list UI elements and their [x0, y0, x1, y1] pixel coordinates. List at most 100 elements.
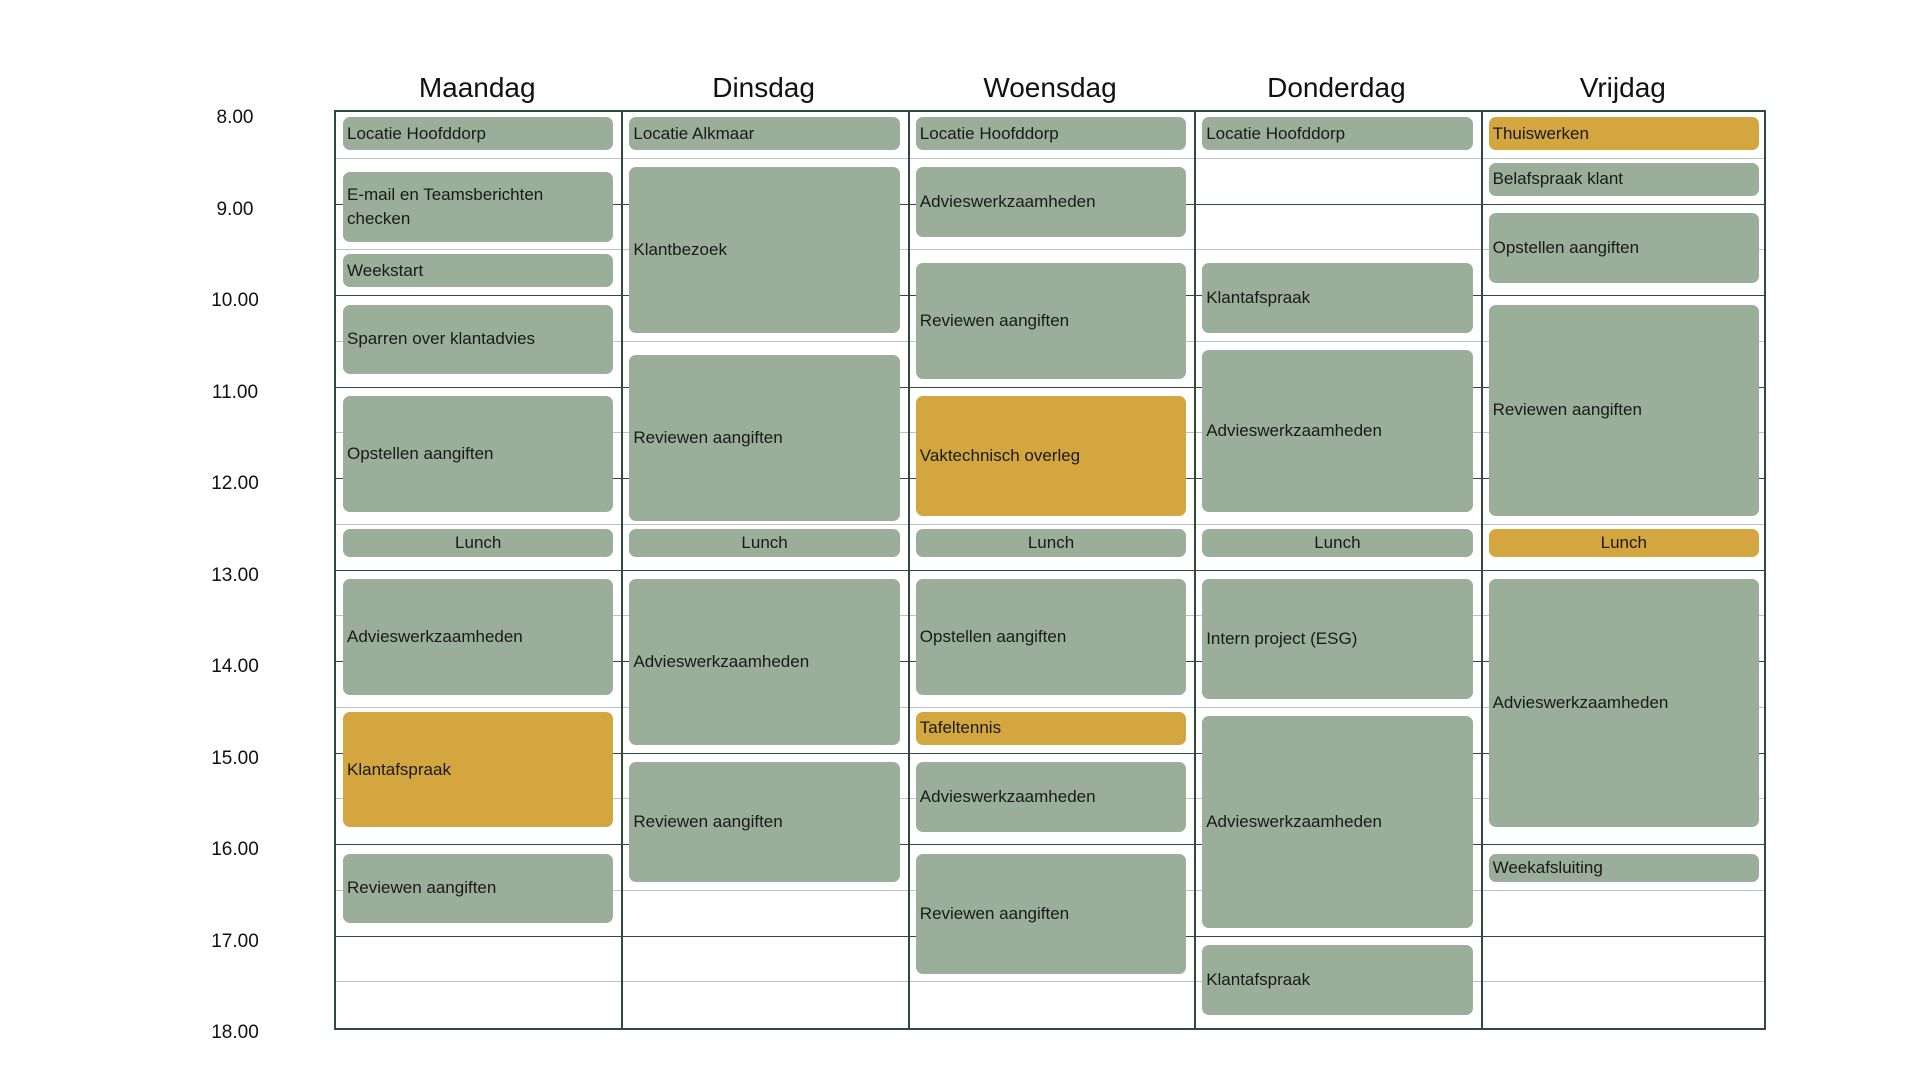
calendar-event[interactable]: Lunch: [629, 528, 900, 558]
event-title: Lunch: [741, 533, 788, 553]
calendar-event[interactable]: Reviewen aangiften: [629, 354, 900, 521]
calendar-event[interactable]: Reviewen aangiften: [915, 853, 1187, 974]
hour-label: 15.00: [211, 747, 259, 769]
event-title: Vaktechnisch overleg: [919, 446, 1081, 466]
calendar-event[interactable]: Advieswerkzaamheden: [1488, 579, 1759, 828]
event-title: Klantafspraak: [1206, 969, 1311, 989]
event-title: Belafspraak klant: [1492, 169, 1623, 189]
calendar-event[interactable]: Locatie Hoofddorp: [915, 117, 1187, 151]
calendar-event[interactable]: Intern project (ESG): [1202, 579, 1473, 700]
event-title: Opstellen aangiften: [919, 626, 1067, 646]
calendar-event[interactable]: Reviewen aangiften: [629, 762, 900, 883]
calendar-event[interactable]: Advieswerkzaamheden: [915, 762, 1187, 832]
half-hour-gridline: [336, 523, 1764, 525]
event-title: Advieswerkzaamheden: [1206, 420, 1382, 440]
half-hour-gridline: [336, 706, 1764, 708]
event-title: Locatie Hoofddorp: [1206, 123, 1346, 143]
day-header-dinsdag: Dinsdag: [712, 72, 815, 103]
calendar-event[interactable]: Reviewen aangiften: [1488, 304, 1759, 517]
event-title: Advieswerkzaamheden: [1492, 693, 1669, 713]
event-title: Sparren over klantadvies: [347, 329, 536, 349]
half-hour-gridline: [336, 157, 1764, 159]
calendar-event[interactable]: Reviewen aangiften: [915, 263, 1187, 379]
day-header-donderdag: Donderdag: [1267, 72, 1406, 103]
calendar-event[interactable]: Opstellen aangiften: [343, 396, 614, 512]
calendar-event[interactable]: Weekafsluiting: [1488, 853, 1759, 883]
calendar-event[interactable]: Klantafspraak: [343, 711, 614, 828]
calendar-event[interactable]: Locatie Hoofddorp: [343, 117, 614, 151]
day-divider: [621, 112, 624, 1028]
calendar-event[interactable]: Tafeltennis: [915, 711, 1187, 745]
calendar-event[interactable]: Opstellen aangiften: [1488, 213, 1759, 283]
calendar-event[interactable]: Lunch: [1488, 528, 1759, 558]
calendar-event[interactable]: Advieswerkzaamheden: [1202, 350, 1473, 512]
calendar-event[interactable]: E-mail en Teamsberichten checken: [343, 171, 614, 242]
event-title: Weekafsluiting: [1492, 857, 1603, 877]
hour-gridline: [336, 844, 1764, 845]
event-title: Intern project (ESG): [1206, 629, 1358, 649]
calendar-event[interactable]: Lunch: [915, 528, 1187, 558]
half-hour-gridline: [336, 249, 1764, 251]
calendar-event[interactable]: Sparren over klantadvies: [343, 304, 614, 375]
calendar-event[interactable]: Vaktechnisch overleg: [915, 396, 1187, 517]
event-title: Locatie Hoofddorp: [919, 123, 1059, 143]
event-title: Advieswerkzaamheden: [347, 626, 523, 646]
event-title: Advieswerkzaamheden: [1206, 812, 1382, 832]
calendar-event[interactable]: Klantbezoek: [629, 167, 900, 334]
calendar-event[interactable]: Locatie Hoofddorp: [1202, 117, 1473, 151]
calendar-event[interactable]: Weekstart: [343, 254, 614, 288]
event-title: Weekstart: [347, 260, 424, 280]
event-title: Reviewen aangiften: [919, 311, 1070, 331]
calendar-event[interactable]: Thuiswerken: [1488, 117, 1759, 151]
hour-label: 17.00: [211, 930, 259, 952]
event-title: E-mail en Teamsberichten checken: [347, 184, 544, 228]
event-title: Opstellen aangiften: [1492, 237, 1640, 257]
hour-label: 12.00: [211, 473, 259, 494]
half-hour-gridline: [336, 981, 1764, 983]
hour-label: 14.00: [211, 656, 259, 677]
event-title: Advieswerkzaamheden: [919, 786, 1096, 806]
hour-label: 8.00: [216, 107, 254, 128]
calendar-event[interactable]: Lunch: [1202, 528, 1473, 558]
hour-gridline: [336, 386, 1764, 388]
event-title: Klantafspraak: [347, 759, 451, 779]
hour-label: 9.00: [216, 198, 254, 220]
event-title: Klantbezoek: [633, 240, 727, 260]
calendar-event[interactable]: Opstellen aangiften: [915, 579, 1187, 695]
event-title: Reviewen aangiften: [1492, 400, 1642, 420]
day-divider: [1480, 112, 1483, 1028]
calendar-event[interactable]: Advieswerkzaamheden: [629, 579, 900, 745]
event-title: Advieswerkzaamheden: [633, 651, 810, 671]
event-title: Reviewen aangiften: [919, 903, 1070, 923]
event-title: Reviewen aangiften: [633, 812, 783, 832]
event-title: Thuiswerken: [1492, 123, 1589, 143]
calendar-event[interactable]: Belafspraak klant: [1488, 162, 1759, 196]
calendar-event[interactable]: Reviewen aangiften: [343, 853, 614, 924]
calendar-event[interactable]: Advieswerkzaamheden: [343, 579, 614, 695]
hour-label: 10.00: [211, 290, 259, 311]
hour-label: 18.00: [211, 1022, 259, 1043]
event-title: Reviewen aangiften: [347, 878, 497, 898]
event-title: Lunch: [1314, 533, 1361, 553]
calendar-event[interactable]: Advieswerkzaamheden: [915, 167, 1187, 238]
event-title: Locatie Hoofddorp: [347, 123, 486, 143]
calendar-event[interactable]: Locatie Alkmaar: [629, 117, 900, 151]
hour-label: 16.00: [211, 839, 259, 860]
event-title: Locatie Alkmaar: [633, 123, 755, 143]
hour-label: 11.00: [211, 381, 259, 403]
day-header-vrijdag: Vrijdag: [1579, 72, 1666, 103]
event-title: Klantafspraak: [1206, 288, 1311, 308]
event-title: Opstellen aangiften: [347, 443, 494, 463]
event-title: Lunch: [1600, 533, 1647, 553]
calendar-event[interactable]: Lunch: [343, 528, 614, 558]
event-title: Lunch: [1027, 533, 1075, 553]
calendar-event[interactable]: Advieswerkzaamheden: [1202, 716, 1473, 928]
calendar-event[interactable]: Klantafspraak: [1202, 945, 1473, 1015]
calendar-event[interactable]: Klantafspraak: [1202, 263, 1473, 334]
hour-gridline: [336, 569, 1764, 571]
day-header-maandag: Maandag: [418, 72, 536, 103]
event-title: Lunch: [455, 533, 502, 553]
hour-gridline: [336, 752, 1764, 754]
